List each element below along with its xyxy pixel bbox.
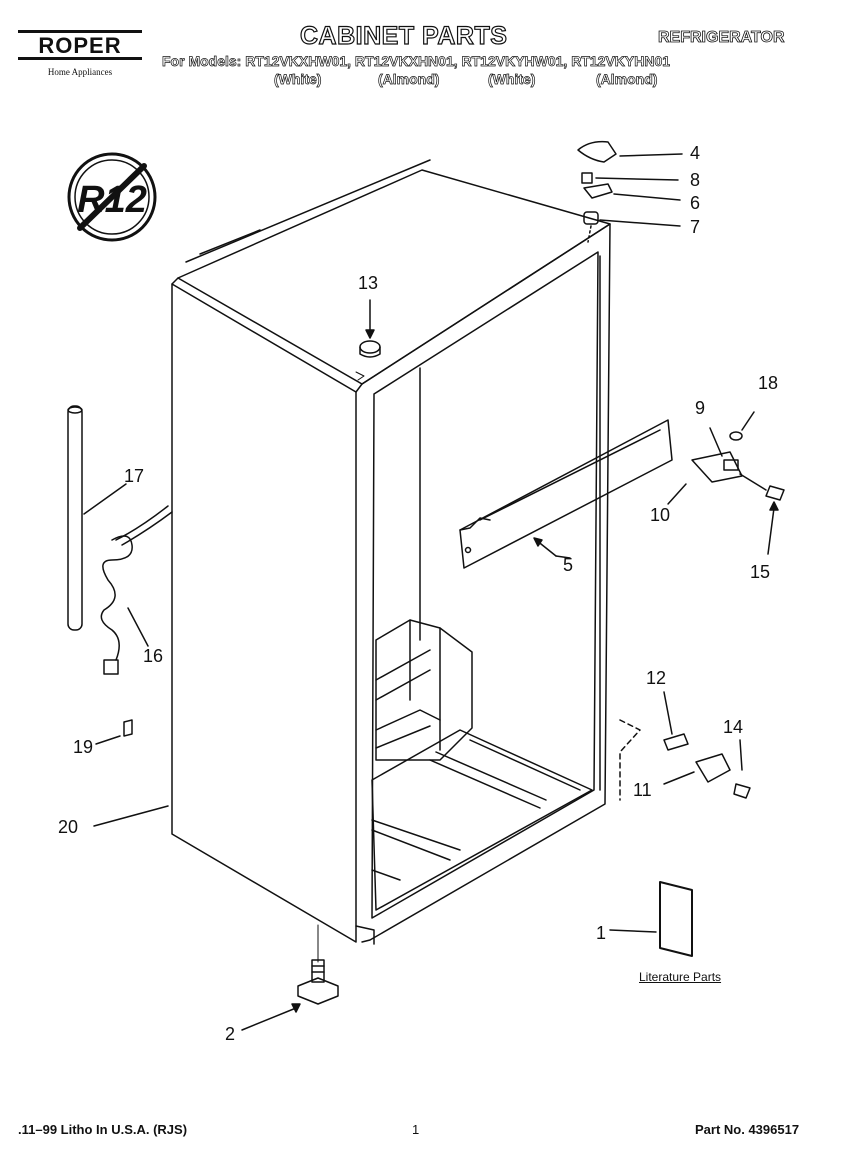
literature-parts-label: Literature Parts [639, 970, 722, 984]
page-title: CABINET PARTS [299, 21, 508, 50]
callout-11: 11 [633, 780, 652, 800]
variant-1: (White) [274, 71, 322, 88]
callout-12: 12 [646, 668, 667, 688]
bottom-hinge-lower-assembly [619, 691, 751, 801]
callout-10: 10 [650, 505, 671, 525]
callout-20: 20 [58, 817, 79, 837]
callout-18: 18 [758, 373, 779, 393]
evaporator-housing [375, 619, 473, 761]
variant-2: (Almond) [378, 71, 440, 88]
hinge-bushing [583, 211, 681, 243]
hinge-screw-top [581, 172, 679, 184]
literature-booklet [609, 881, 693, 957]
callout-1: 1 [596, 923, 607, 943]
callout-9: 9 [695, 398, 706, 418]
callout-19: 19 [73, 737, 94, 757]
drain-tube [67, 405, 127, 631]
roper-logo: ROPER Home Appliances [18, 30, 146, 78]
callout-6: 6 [690, 193, 701, 213]
footer-page-number: 1 [412, 1122, 420, 1137]
no-r12-symbol: R12 [67, 152, 157, 242]
appliance-category: REFRIGERATOR [658, 29, 785, 47]
leveling-leg [241, 924, 339, 1031]
top-hinge [583, 183, 681, 201]
brand-name: ROPER [38, 33, 122, 58]
models-line: For Models: RT12VKXHW01, RT12VKXHN01, RT… [162, 53, 671, 70]
variant-4: (Almond) [596, 71, 658, 88]
callout-7: 7 [690, 217, 701, 237]
hinge-cover [577, 140, 683, 163]
interior-panel [459, 419, 673, 569]
leader-20 [93, 805, 169, 827]
clip [95, 719, 133, 745]
cabinet-floor [371, 729, 593, 911]
callout-4: 4 [690, 143, 701, 163]
callout-16: 16 [143, 646, 164, 666]
bottom-hinge-upper-assembly [667, 411, 785, 555]
footer-part-number: Part No. 4396517 [695, 1122, 800, 1137]
power-cord [100, 505, 173, 675]
cabinet-body [171, 159, 611, 945]
callout-5: 5 [563, 555, 574, 575]
callout-2: 2 [225, 1024, 236, 1044]
callout-17: 17 [124, 466, 145, 486]
variant-3: (White) [488, 71, 536, 88]
callout-8: 8 [690, 170, 701, 190]
callout-14: 14 [723, 717, 744, 737]
callout-15: 15 [750, 562, 771, 582]
plug-button [355, 299, 381, 381]
footer-print-info: .11–99 Litho In U.S.A. (RJS) [18, 1122, 188, 1137]
callout-13: 13 [358, 273, 379, 293]
brand-subtitle: Home Appliances [47, 67, 113, 77]
